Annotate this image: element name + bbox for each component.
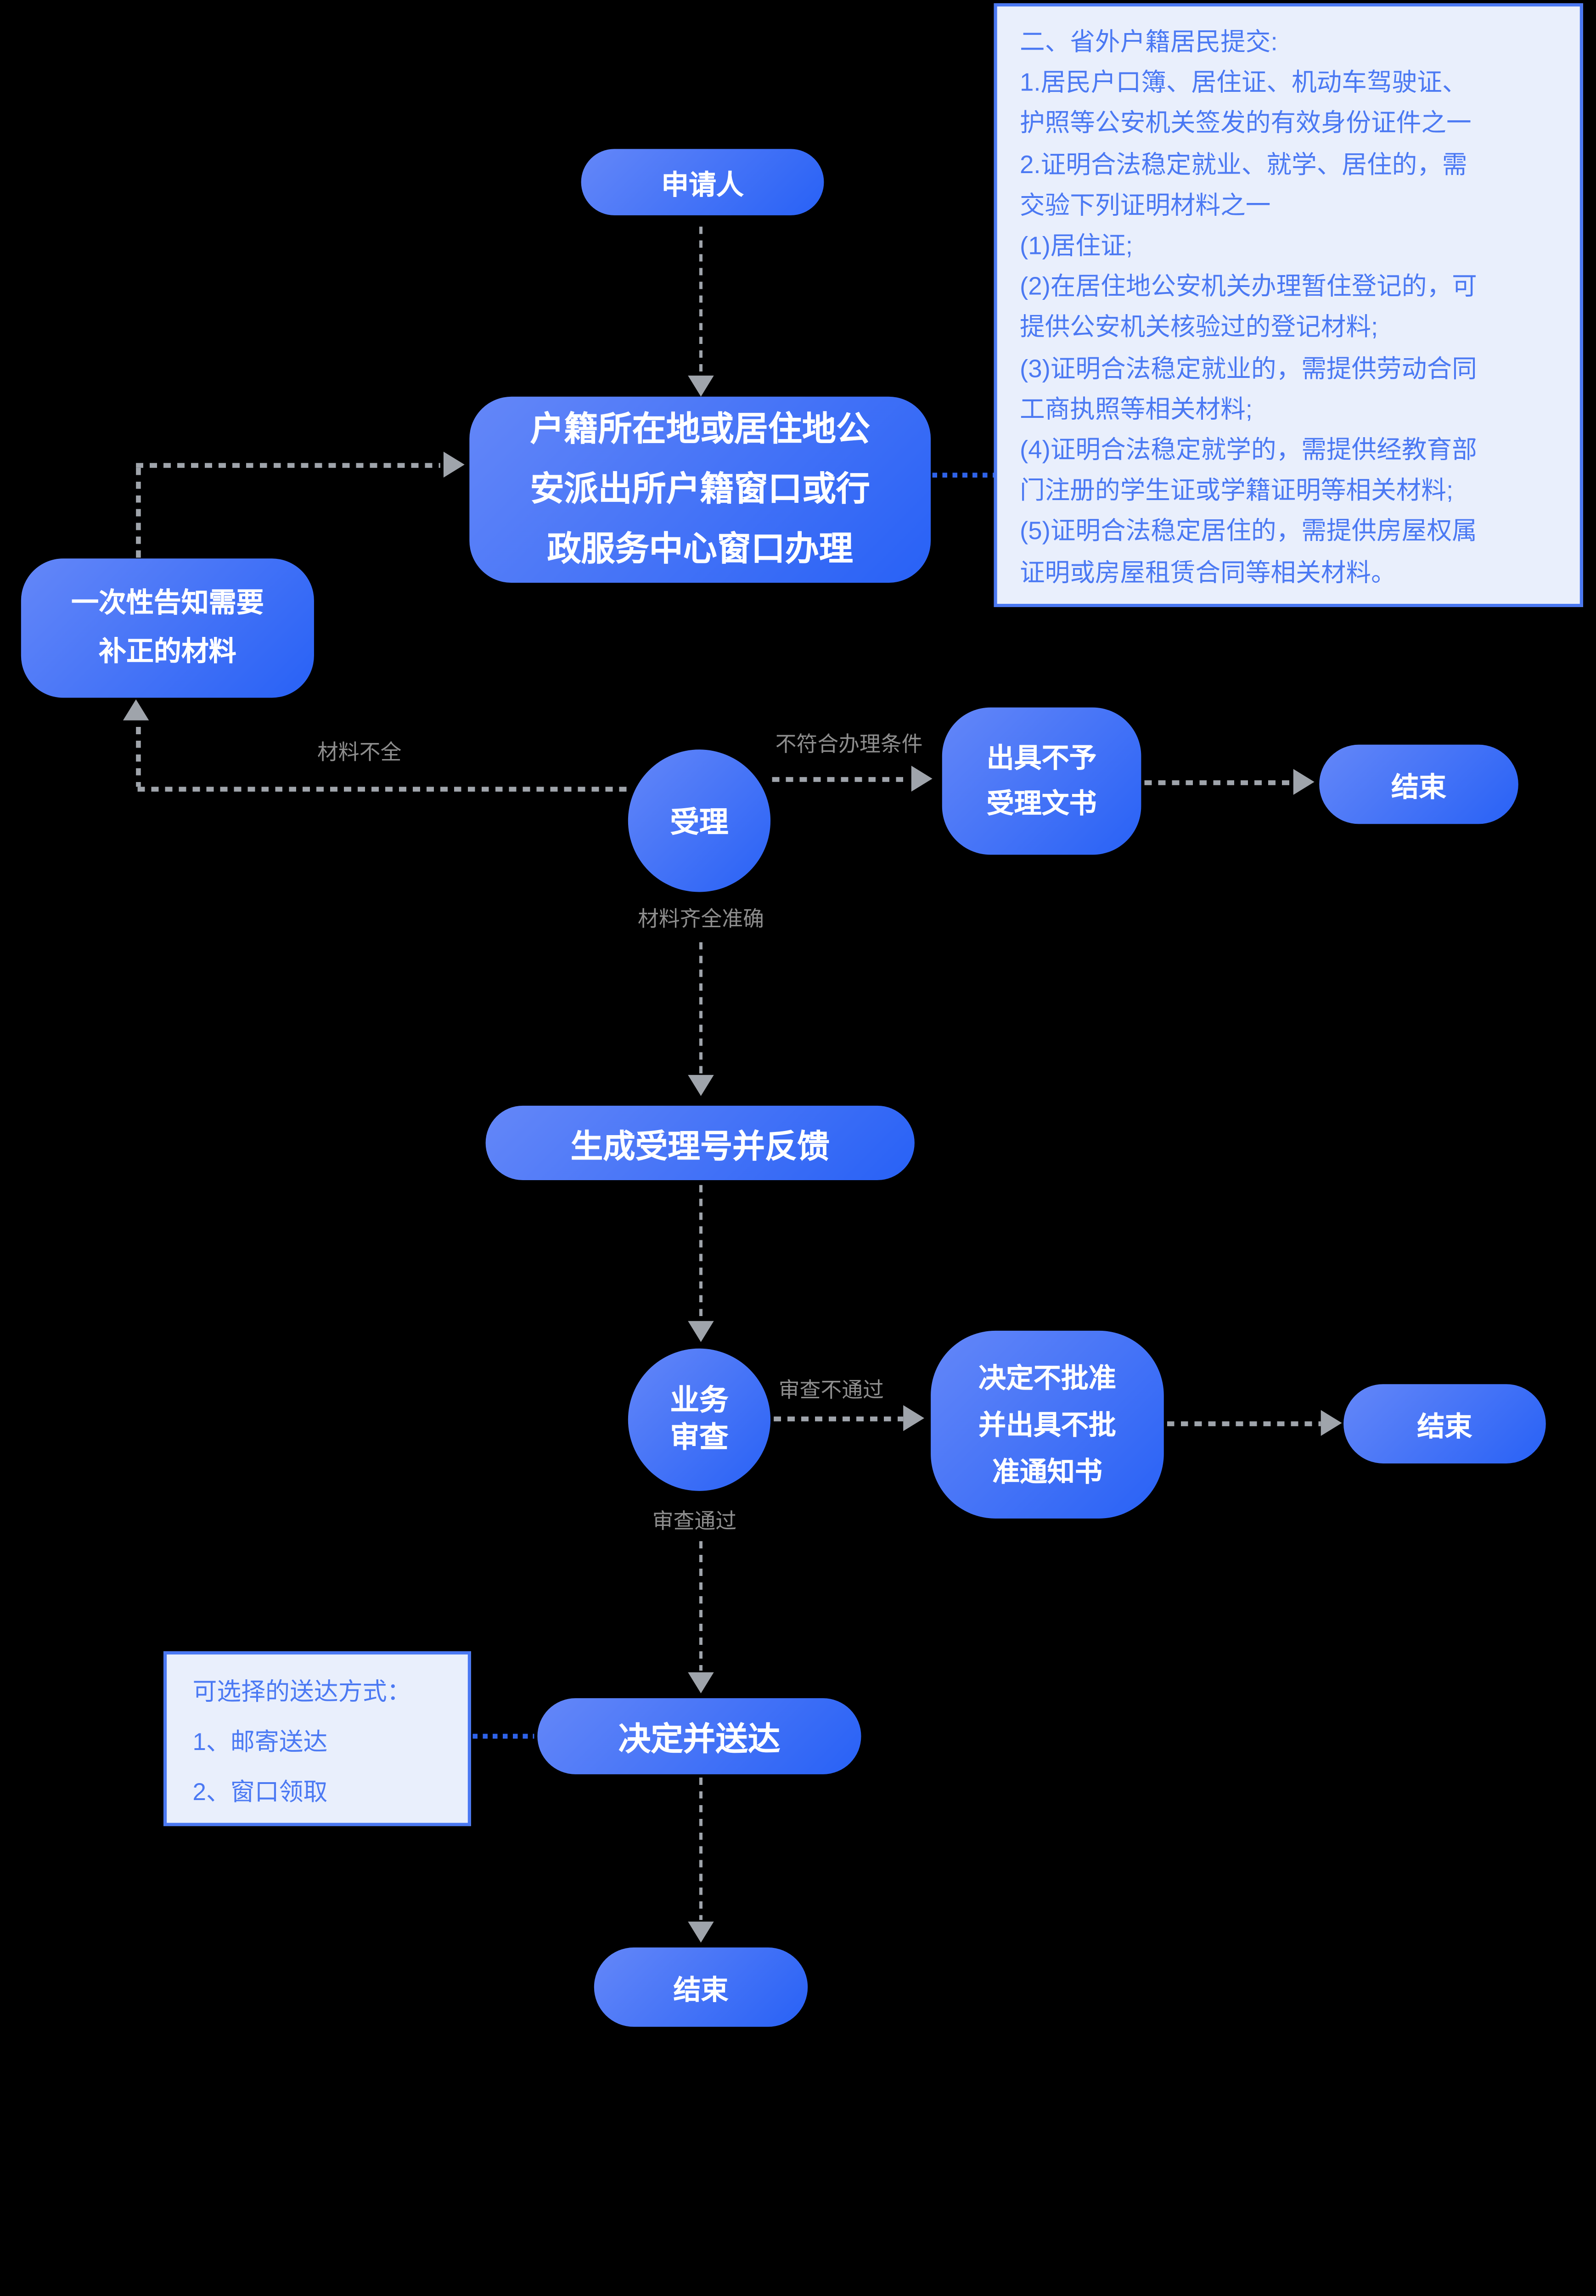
arrow-right-icon [1293,769,1315,795]
edge-label-review-fail: 审查不通过 [778,1378,884,1402]
edge-accept-to-notify-horizontal [137,787,628,791]
edge-accept-to-generate [698,942,703,1075]
edge-label-not-eligible: 不符合办理条件 [775,732,923,756]
node-end-3: 结束 [594,1947,808,2027]
node-reject-decision-notice: 决定不批准 并出具不批 准通知书 [931,1330,1164,1519]
edge-applicant-to-office [698,226,703,376]
node-business-review: 业务 审查 [628,1348,771,1491]
edge-review-to-decide [698,1541,703,1671]
edge-accept-to-reject-doc [772,777,910,782]
node-decide-and-deliver: 决定并送达 [537,1698,861,1774]
arrow-down-icon [688,1672,714,1694]
node-reject-document: 出具不予 受理文书 [942,707,1141,855]
edge-decide-to-end [698,1777,703,1920]
node-generate-acceptance-number: 生成受理号并反馈 [485,1105,915,1181]
arrow-right-icon [903,1405,925,1431]
edge-delivery-panel-to-decide [472,1733,534,1739]
arrow-right-icon [1321,1410,1342,1436]
arrow-right-icon [911,765,933,792]
edge-accept-to-notify-vertical [136,726,140,787]
edge-office-to-info-panel [932,473,994,478]
panel-materials-info: 二、省外户籍居民提交: 1.居民户口簿、居住证、机动车驾驶证、 护照等公安机关签… [994,3,1583,608]
arrow-down-icon [688,1075,714,1096]
edge-reject-decision-to-end [1167,1421,1321,1426]
arrow-right-icon [443,451,465,478]
edge-review-to-reject-decision [774,1416,904,1421]
edge-reject-doc-to-end [1144,780,1293,785]
node-accept: 受理 [628,749,771,892]
arrow-down-icon [688,375,714,397]
edge-label-review-pass: 审查通过 [652,1508,737,1533]
edge-notify-to-office-vertical [136,467,140,559]
edge-label-materials-complete: 材料齐全准确 [638,906,764,931]
edge-notify-to-office-horizontal [136,463,440,467]
panel-delivery-options: 可选择的送达方式： 1、邮寄送达 2、窗口领取 [163,1651,471,1826]
node-end-2: 结束 [1343,1384,1546,1463]
node-applicant: 申请人 [581,149,824,215]
arrow-up-icon [123,699,149,720]
node-office-window: 户籍所在地或居住地公 安派出所户籍窗口或行 政服务中心窗口办理 [469,396,931,583]
node-end-1: 结束 [1319,744,1518,824]
edge-label-materials-incomplete: 材料不全 [317,740,402,764]
arrow-down-icon [688,1321,714,1342]
arrow-down-icon [688,1921,714,1943]
edge-generate-to-review [698,1185,703,1321]
node-notify-correction-materials: 一次性告知需要 补正的材料 [21,558,314,698]
